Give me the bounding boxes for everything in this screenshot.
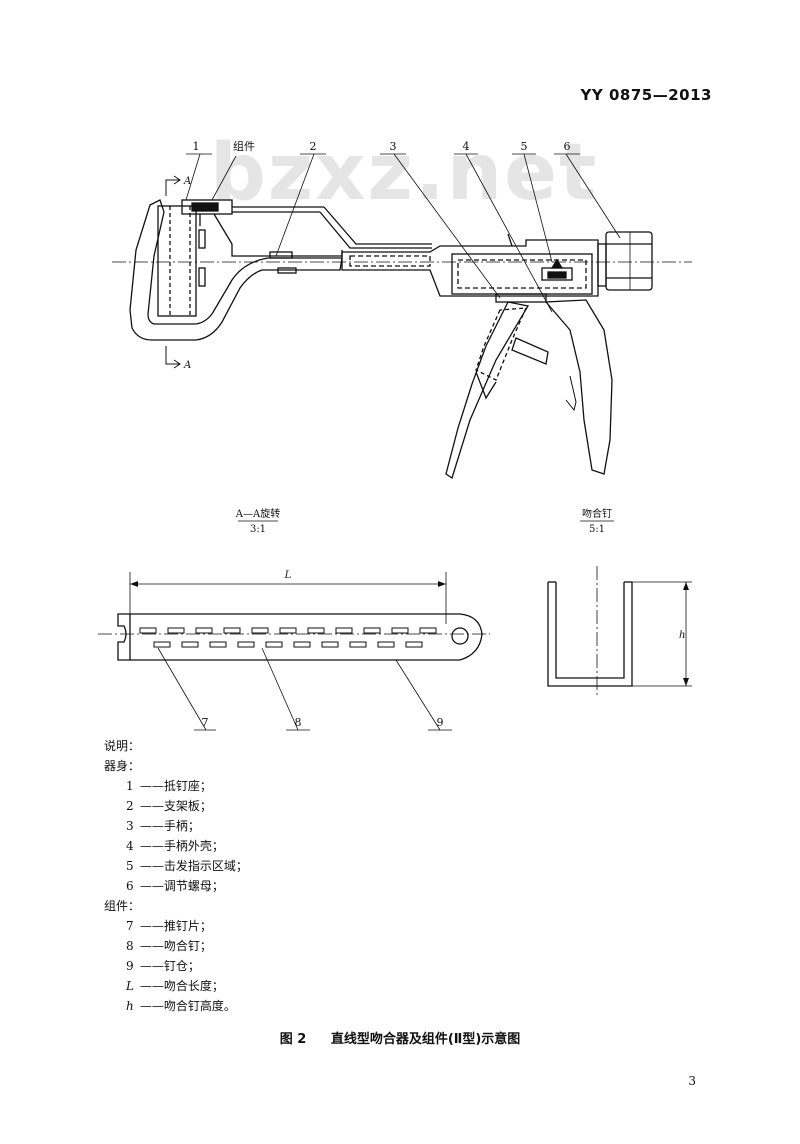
component-label: 组件 xyxy=(233,139,255,153)
legend-item: 9 ——钉仓； xyxy=(126,959,200,973)
callout-9: 9 xyxy=(437,716,444,729)
section-mark-top: A xyxy=(183,176,191,187)
figure-number: 图 2 xyxy=(279,1032,307,1047)
legend-group-heading-body: 器身： xyxy=(104,759,141,773)
page-number: 3 xyxy=(688,1074,696,1088)
legend-item: 4 ——手柄外壳； xyxy=(126,839,224,853)
staple-view-scale: 5:1 xyxy=(589,524,605,535)
legend: 说明： 器身： 1 ——抵钉座； 2 ——支架板； 3 ——手柄； 4 ——手柄… xyxy=(104,736,248,1016)
legend-item: L ——吻合长度； xyxy=(126,979,224,993)
callout-3: 3 xyxy=(390,140,397,153)
section-view-title: A—A旋转 xyxy=(235,507,280,520)
legend-item: h ——吻合钉高度。 xyxy=(126,999,236,1013)
legend-item: 6 ——调节螺母； xyxy=(126,879,224,893)
staple-view-title: 吻合钉 xyxy=(582,507,612,520)
callout-2: 2 xyxy=(310,140,317,153)
legend-item: 1 ——抵钉座； xyxy=(126,779,212,793)
legend-item: 3 ——手柄； xyxy=(126,819,200,833)
dim-length-label: L xyxy=(284,570,292,581)
figure-caption: 图 2 直线型吻合器及组件(Ⅱ型)示意图 xyxy=(0,1028,800,1047)
legend-group-heading-component: 组件： xyxy=(104,899,141,913)
callout-4: 4 xyxy=(463,140,470,153)
legend-item: 5 ——击发指示区域； xyxy=(126,859,248,873)
staple-view xyxy=(547,566,692,696)
legend-title: 说明： xyxy=(104,739,141,753)
callout-1: 1 xyxy=(193,140,200,153)
legend-item: 2 ——支架板； xyxy=(126,799,212,813)
callout-7: 7 xyxy=(202,716,209,729)
section-view-scale: 3:1 xyxy=(250,524,266,535)
callout-8: 8 xyxy=(295,716,302,729)
standard-code-header: YY 0875—2013 xyxy=(580,86,712,104)
figure-title: 直线型吻合器及组件(Ⅱ型)示意图 xyxy=(330,1032,521,1047)
callout-5: 5 xyxy=(521,140,528,153)
stapler-main-view xyxy=(112,153,692,480)
legend-item: 7 ——推钉片； xyxy=(126,919,212,933)
callout-6: 6 xyxy=(564,140,571,153)
cartridge-section-view xyxy=(98,572,490,731)
dim-height-label: h xyxy=(679,630,685,641)
section-mark-bottom: A xyxy=(183,360,191,371)
legend-item: 8 ——吻合钉； xyxy=(126,939,212,953)
